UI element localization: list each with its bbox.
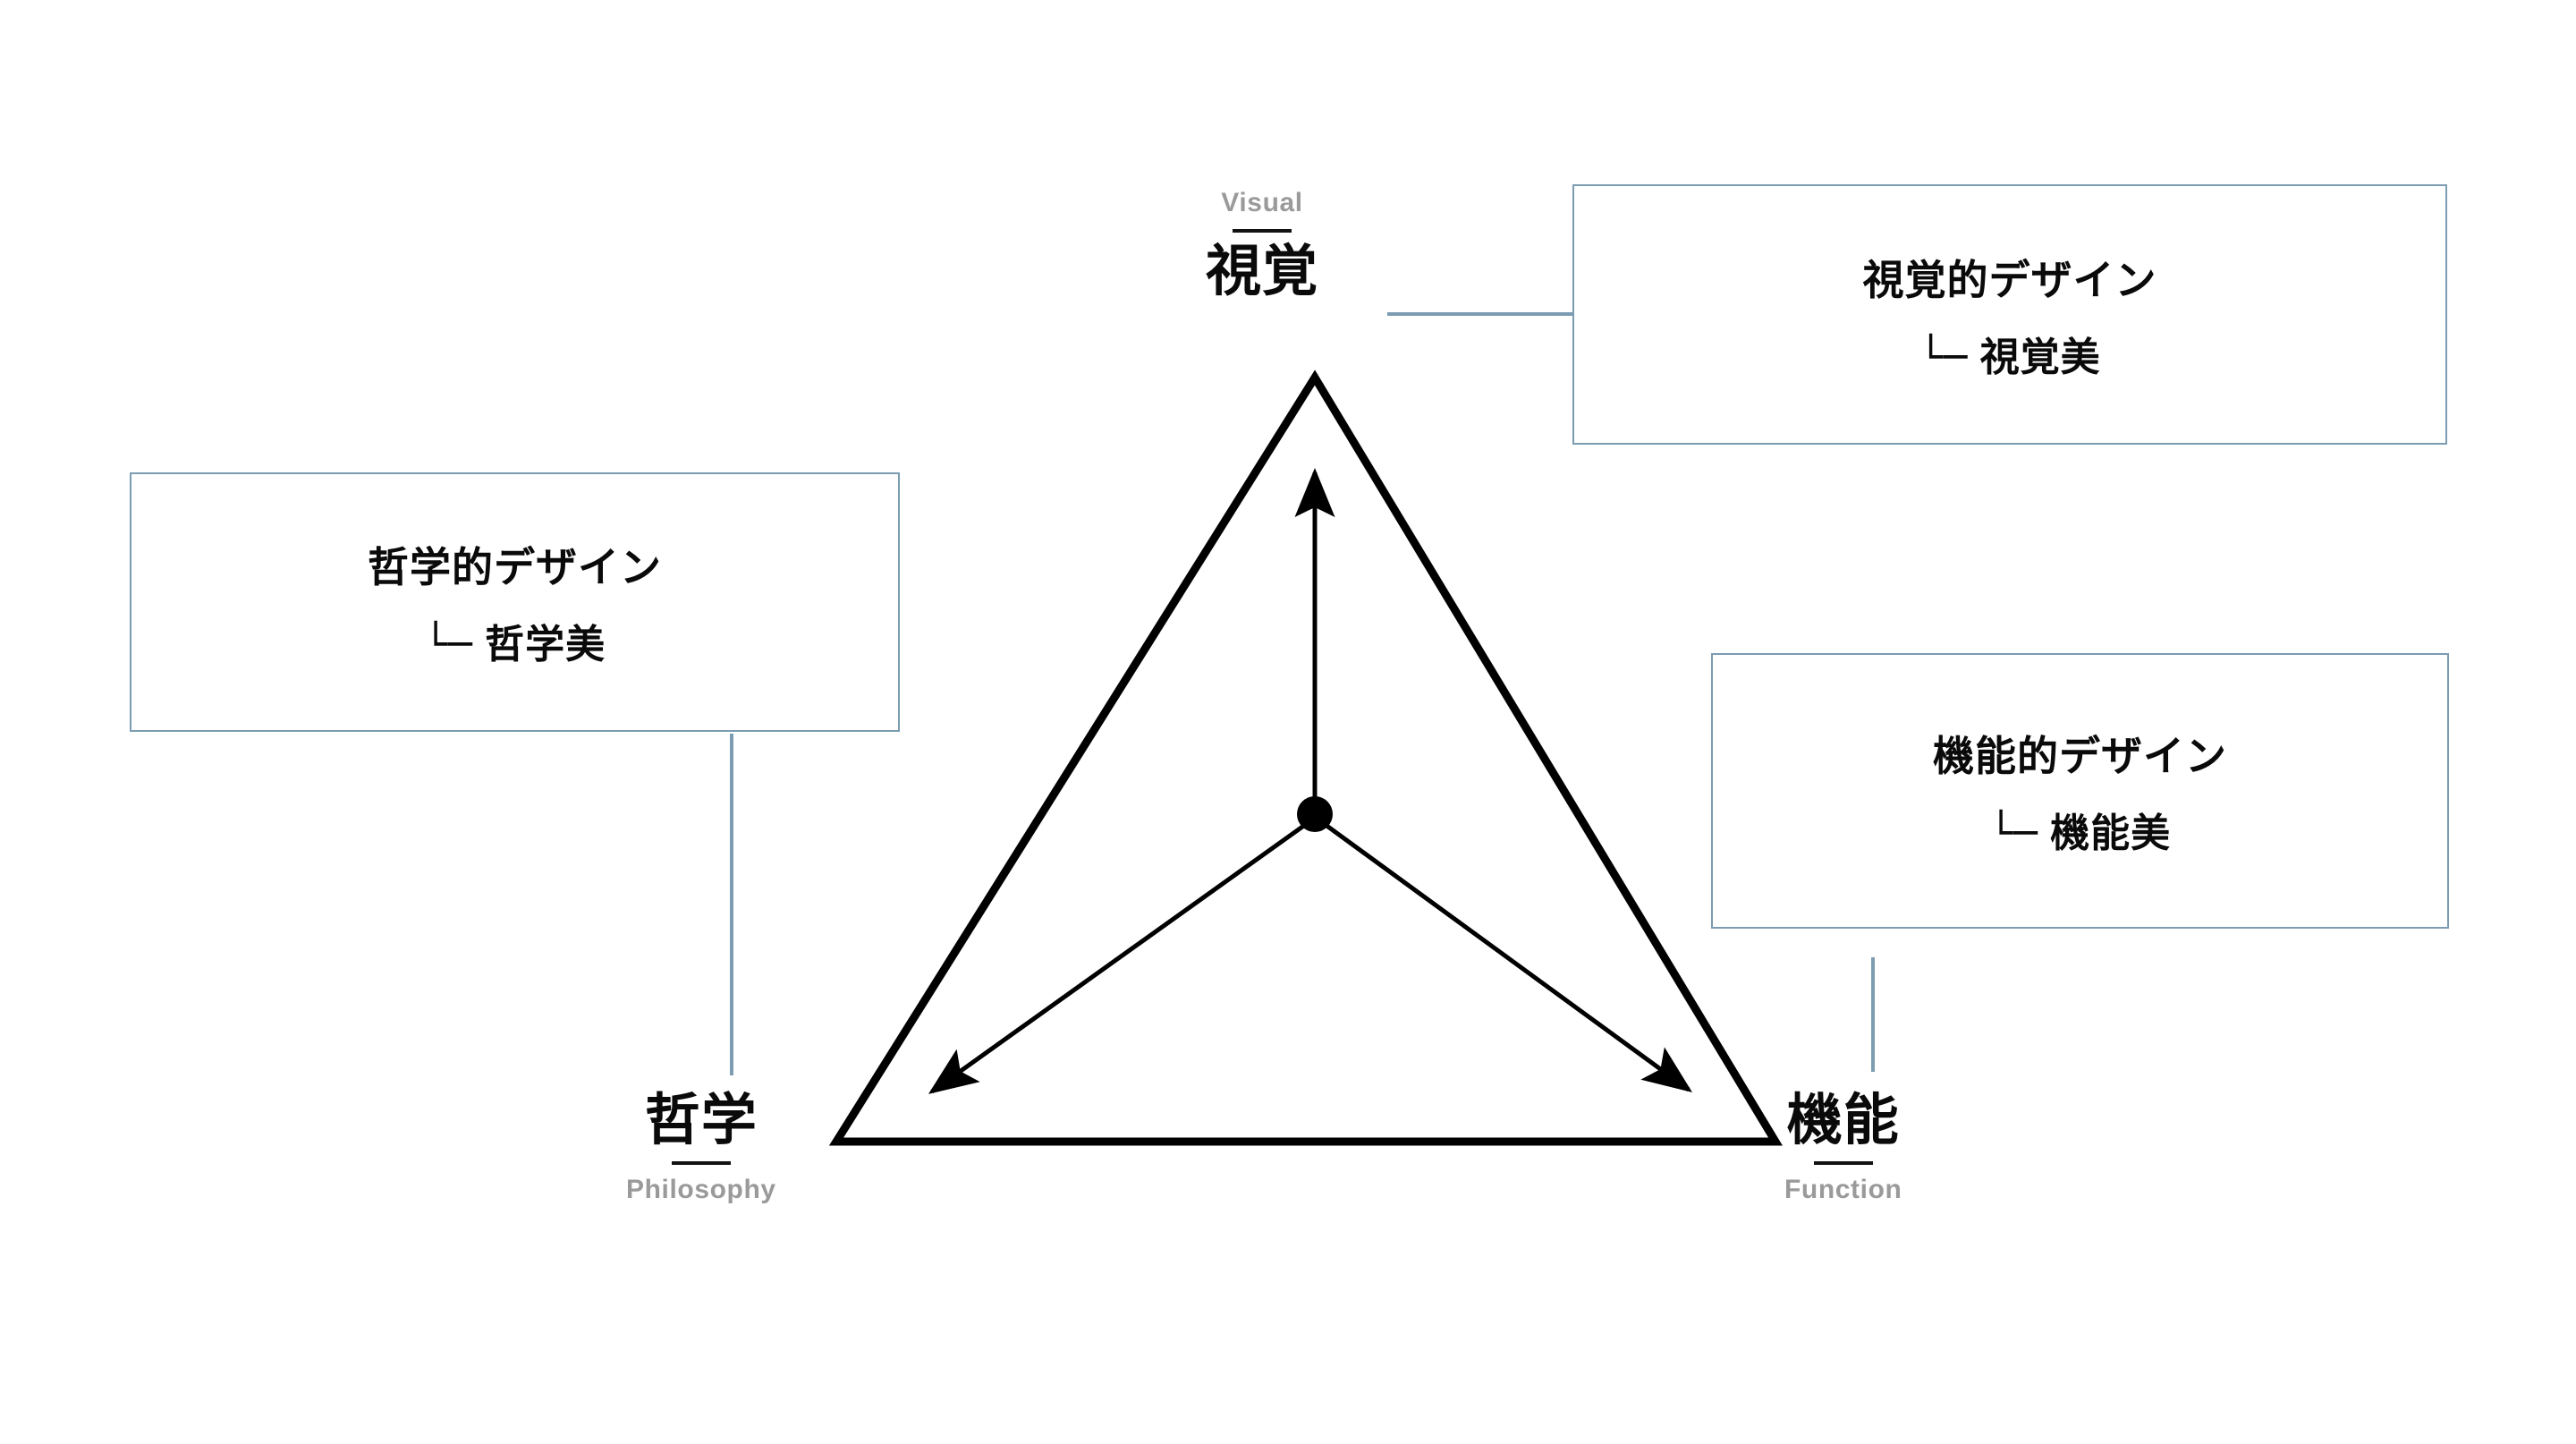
arrow-to-function	[1324, 822, 1693, 1092]
vertex-en-philosophy: Philosophy	[626, 1175, 776, 1204]
callout-sub-text-function: 機能美	[2050, 811, 2172, 855]
connector-line-visual	[1387, 312, 1573, 316]
callout-box-visual: 視覚的デザイン └─ 視覚美	[1572, 184, 2447, 445]
callout-sub-philosophy: └─ 哲学美	[131, 612, 898, 669]
callout-title-visual: 視覚的デザイン	[1862, 256, 2157, 303]
callout-sub-visual: └─ 視覚美	[1574, 325, 2445, 382]
tree-branch-icon: └─	[423, 622, 473, 667]
tree-branch-icon: └─	[1919, 334, 1969, 380]
vertex-divider-visual	[1233, 229, 1292, 233]
vertex-jp-visual: 視覚	[1206, 241, 1319, 302]
arrow-to-philosophy	[928, 822, 1307, 1094]
vertex-label-function: 機能 Function	[1784, 1093, 1902, 1203]
tree-branch-icon: └─	[1988, 811, 2038, 856]
callout-title-function: 機能的デザイン	[1933, 733, 2227, 779]
vertex-label-visual: Visual 視覚	[1206, 190, 1318, 300]
callout-sub-text-philosophy: 哲学美	[485, 623, 606, 667]
vertex-en-visual: Visual	[1221, 188, 1303, 217]
vertex-label-philosophy: 哲学 Philosophy	[626, 1093, 776, 1203]
callout-sub-text-visual: 視覚美	[1979, 335, 2101, 379]
connector-line-function	[1871, 957, 1875, 1072]
callout-title-philosophy: 哲学的デザイン	[368, 544, 662, 590]
vertex-divider-function	[1813, 1161, 1873, 1165]
callout-box-philosophy: 哲学的デザイン └─ 哲学美	[130, 472, 900, 732]
vertex-en-function: Function	[1784, 1175, 1902, 1204]
vertex-jp-function: 機能	[1786, 1090, 1900, 1151]
vertex-jp-philosophy: 哲学	[644, 1090, 758, 1151]
callout-box-function: 機能的デザイン └─ 機能美	[1711, 653, 2449, 929]
connector-line-philosophy	[730, 734, 733, 1075]
callout-sub-function: └─ 機能美	[1713, 801, 2447, 858]
center-origin-dot	[1297, 796, 1333, 832]
triangle-outline	[828, 369, 1783, 1146]
vertex-divider-philosophy	[671, 1161, 731, 1165]
